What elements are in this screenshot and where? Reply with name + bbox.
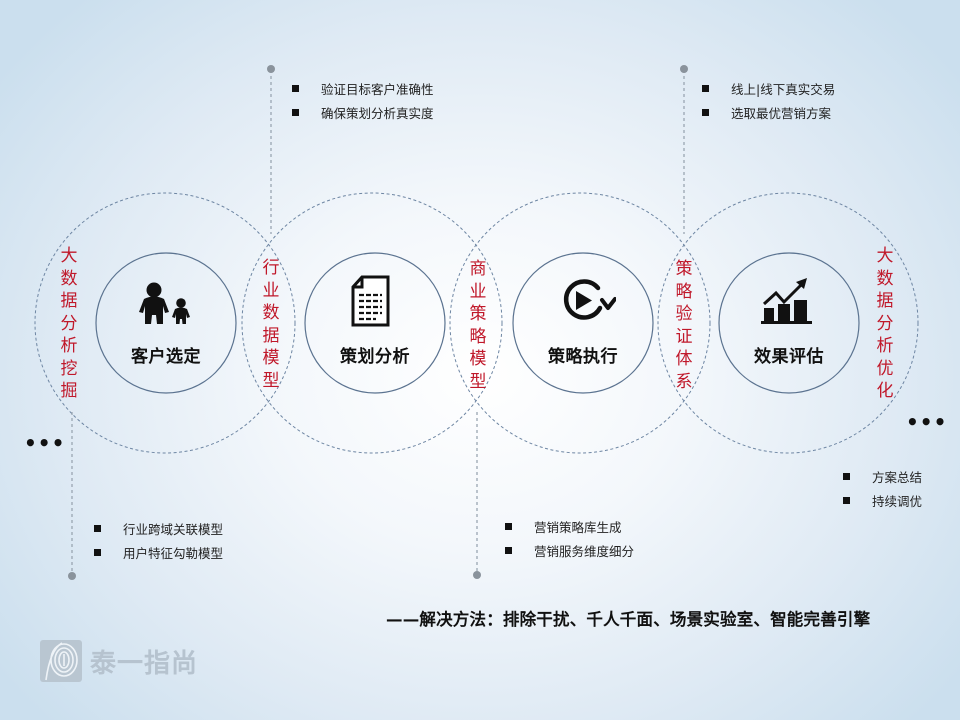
- bullet-square-icon: [843, 496, 850, 504]
- ellipsis-left: •••: [24, 431, 66, 455]
- callout-top-1: 验证目标客户准确性 确保策划分析真实度: [292, 76, 434, 124]
- logo-text: 泰一指尚: [90, 648, 199, 679]
- overlap-label-business-strategy-model: 商业策略模型: [469, 259, 487, 392]
- callout-top-2: 线上|线下真实交易 选取最优营销方案: [702, 76, 835, 124]
- list-item-text: 验证目标客户准确性: [321, 81, 434, 97]
- stage-label-strategy-execution: 策略执行: [548, 347, 618, 367]
- stage-label-customer-selection: 客户选定: [131, 347, 201, 367]
- list-item: 选取最优营销方案: [702, 100, 835, 124]
- list-item-text: 用户特征勾勒模型: [123, 545, 224, 561]
- list-item-text: 确保策划分析真实度: [321, 105, 434, 121]
- bullet-square-icon: [94, 524, 101, 532]
- document-icon: [351, 275, 390, 327]
- list-item: 方案总结: [843, 464, 922, 488]
- list-item: 营销策略库生成: [505, 514, 634, 538]
- bullet-square-icon: [505, 522, 512, 530]
- callout-right: 方案总结 持续调优: [843, 464, 922, 512]
- connector-dot-bottom-2: [473, 571, 481, 579]
- inner-circle-2: [304, 252, 446, 394]
- overlap-label-industry-data-model: 行业数据模型: [262, 258, 280, 391]
- bullet-square-icon: [505, 546, 512, 554]
- list-item: 用户特征勾勒模型: [94, 540, 223, 564]
- list-item-text: 方案总结: [872, 469, 923, 485]
- bullet-square-icon: [843, 472, 850, 480]
- callout-bottom-2: 营销策略库生成 营销服务维度细分: [505, 514, 634, 562]
- connector-dot-top-1: [267, 65, 275, 73]
- bullet-square-icon: [94, 548, 101, 556]
- inner-circle-3: [512, 252, 654, 394]
- bullet-square-icon: [292, 84, 299, 92]
- side-label-right: 大数据分析优化: [876, 246, 894, 401]
- bullet-square-icon: [702, 108, 709, 116]
- bullet-square-icon: [292, 108, 299, 116]
- side-label-left: 大数据分析挖掘: [60, 246, 78, 401]
- callout-bottom-1: 行业跨域关联模型 用户特征勾勒模型: [94, 516, 223, 564]
- list-item: 验证目标客户准确性: [292, 76, 434, 100]
- list-item-text: 线上|线下真实交易: [731, 81, 836, 97]
- growth-chart-icon: [761, 278, 812, 324]
- list-item-text: 行业跨域关联模型: [123, 521, 224, 537]
- stage-label-planning-analysis: 策划分析: [340, 347, 410, 367]
- parent-child-icon: [139, 282, 190, 324]
- list-item: 确保策划分析真实度: [292, 100, 434, 124]
- outer-circle-3: [449, 192, 711, 454]
- list-item-text: 营销策略库生成: [534, 519, 622, 535]
- list-item: 行业跨域关联模型: [94, 516, 223, 540]
- list-item-text: 营销服务维度细分: [534, 543, 635, 559]
- list-item: 线上|线下真实交易: [702, 76, 835, 100]
- fingerprint-logo-icon: [40, 640, 82, 682]
- connector-dot-top-2: [680, 65, 688, 73]
- outer-circle-1: [34, 192, 296, 454]
- list-item: 营销服务维度细分: [505, 538, 634, 562]
- solution-statement: ——解决方法：排除干扰、千人千面、场景实验室、智能完善引擎: [386, 610, 871, 629]
- bullet-square-icon: [702, 84, 709, 92]
- company-logo: 泰一指尚: [40, 640, 198, 682]
- list-item-text: 持续调优: [872, 493, 923, 509]
- outer-circle-4: [657, 192, 919, 454]
- replay-play-icon: [563, 279, 616, 320]
- list-item-text: 选取最优营销方案: [731, 105, 832, 121]
- connector-dot-bottom-1: [68, 572, 76, 580]
- overlap-label-strategy-verification: 策略验证体系: [675, 259, 693, 392]
- inner-circle-1: [95, 252, 237, 394]
- stage-label-effect-evaluation: 效果评估: [754, 347, 824, 367]
- outer-circle-2: [241, 192, 503, 454]
- ellipsis-right: •••: [906, 410, 948, 434]
- list-item: 持续调优: [843, 488, 922, 512]
- inner-circle-4: [718, 252, 860, 394]
